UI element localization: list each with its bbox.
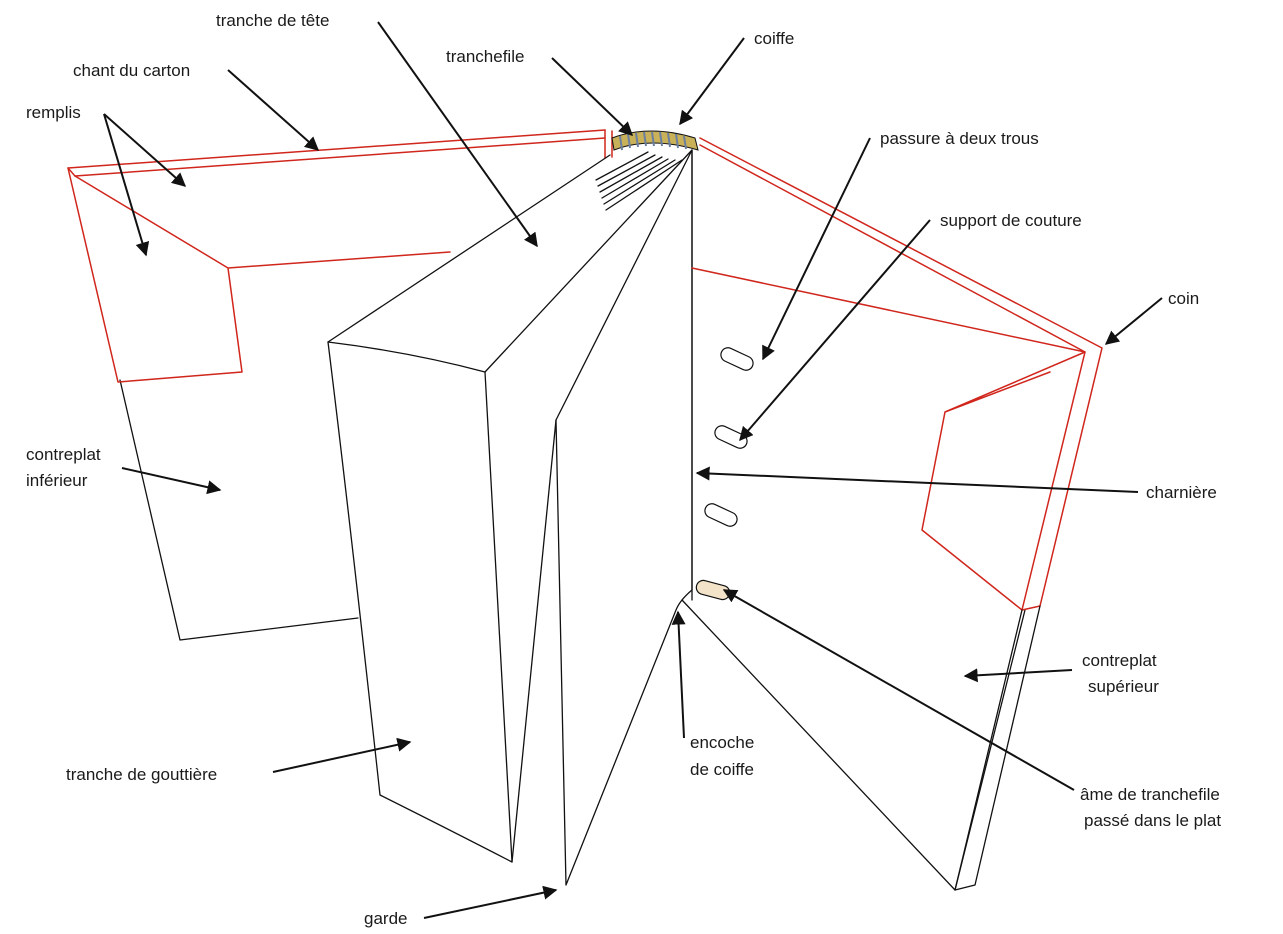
upper-board-foot xyxy=(954,605,1041,891)
pointer-charniere xyxy=(695,466,1139,493)
pointer-chant-du-carton xyxy=(227,69,320,151)
pointer-tranche-de-tete xyxy=(377,21,538,248)
upper-turn-ins xyxy=(691,267,1086,611)
head-edge xyxy=(327,149,693,373)
label-passure: passure à deux trous xyxy=(880,129,1039,148)
label-contreplat-superieur-2: supérieur xyxy=(1088,677,1159,696)
lower-pastedown-outline xyxy=(119,379,359,641)
label-charniere: charnière xyxy=(1146,483,1217,502)
page-lines xyxy=(595,151,683,211)
pointer-passure xyxy=(762,137,871,361)
pointer-contreplat-superieur xyxy=(963,668,1073,683)
pointer-remplis-b xyxy=(103,113,150,257)
label-chant-du-carton: chant du carton xyxy=(73,61,190,80)
label-contreplat-inferieur-2: inférieur xyxy=(26,471,88,490)
label-ame-1: âme de tranchefile xyxy=(1080,785,1220,804)
lower-turn-ins xyxy=(67,167,451,383)
pointer-garde xyxy=(423,885,558,919)
label-remplis: remplis xyxy=(26,103,81,122)
headband xyxy=(611,130,699,151)
upper-board-edge xyxy=(699,137,1103,611)
label-tranche-de-gouttiere: tranche de gouttière xyxy=(66,765,217,784)
labels: tranche de tête chant du carton remplis … xyxy=(26,11,1221,928)
lower-board xyxy=(67,129,613,641)
pointer-support-de-couture xyxy=(739,219,931,442)
pointer-encoche xyxy=(671,610,686,739)
upper-board xyxy=(681,137,1103,891)
pointer-tranche-de-gouttiere xyxy=(272,737,412,773)
label-garde: garde xyxy=(364,909,407,928)
pointer-coin xyxy=(1104,297,1163,345)
pointer-tranchefile xyxy=(551,57,634,136)
label-encoche-1: encoche xyxy=(690,733,754,752)
text-block xyxy=(327,130,699,886)
label-encoche-2: de coiffe xyxy=(690,760,754,779)
label-coiffe: coiffe xyxy=(754,29,794,48)
lacing-slots xyxy=(695,347,754,601)
lower-spine-edge xyxy=(604,129,613,159)
label-tranche-de-tete: tranche de tête xyxy=(216,11,329,30)
label-support-de-couture: support de couture xyxy=(940,211,1082,230)
label-ame-2: passé dans le plat xyxy=(1084,811,1221,830)
endpaper xyxy=(555,149,693,886)
pointer-remplis-a xyxy=(103,113,187,187)
pointer-lines xyxy=(103,21,1163,919)
fore-edge xyxy=(327,341,513,863)
label-contreplat-superieur-1: contreplat xyxy=(1082,651,1157,670)
fore-edge-back xyxy=(511,419,557,863)
pointer-ame xyxy=(722,589,1075,791)
label-coin: coin xyxy=(1168,289,1199,308)
label-contreplat-inferieur-1: contreplat xyxy=(26,445,101,464)
label-tranchefile: tranchefile xyxy=(446,47,524,66)
pointer-coiffe xyxy=(679,37,745,126)
pointer-contreplat-inferieur xyxy=(121,467,222,495)
